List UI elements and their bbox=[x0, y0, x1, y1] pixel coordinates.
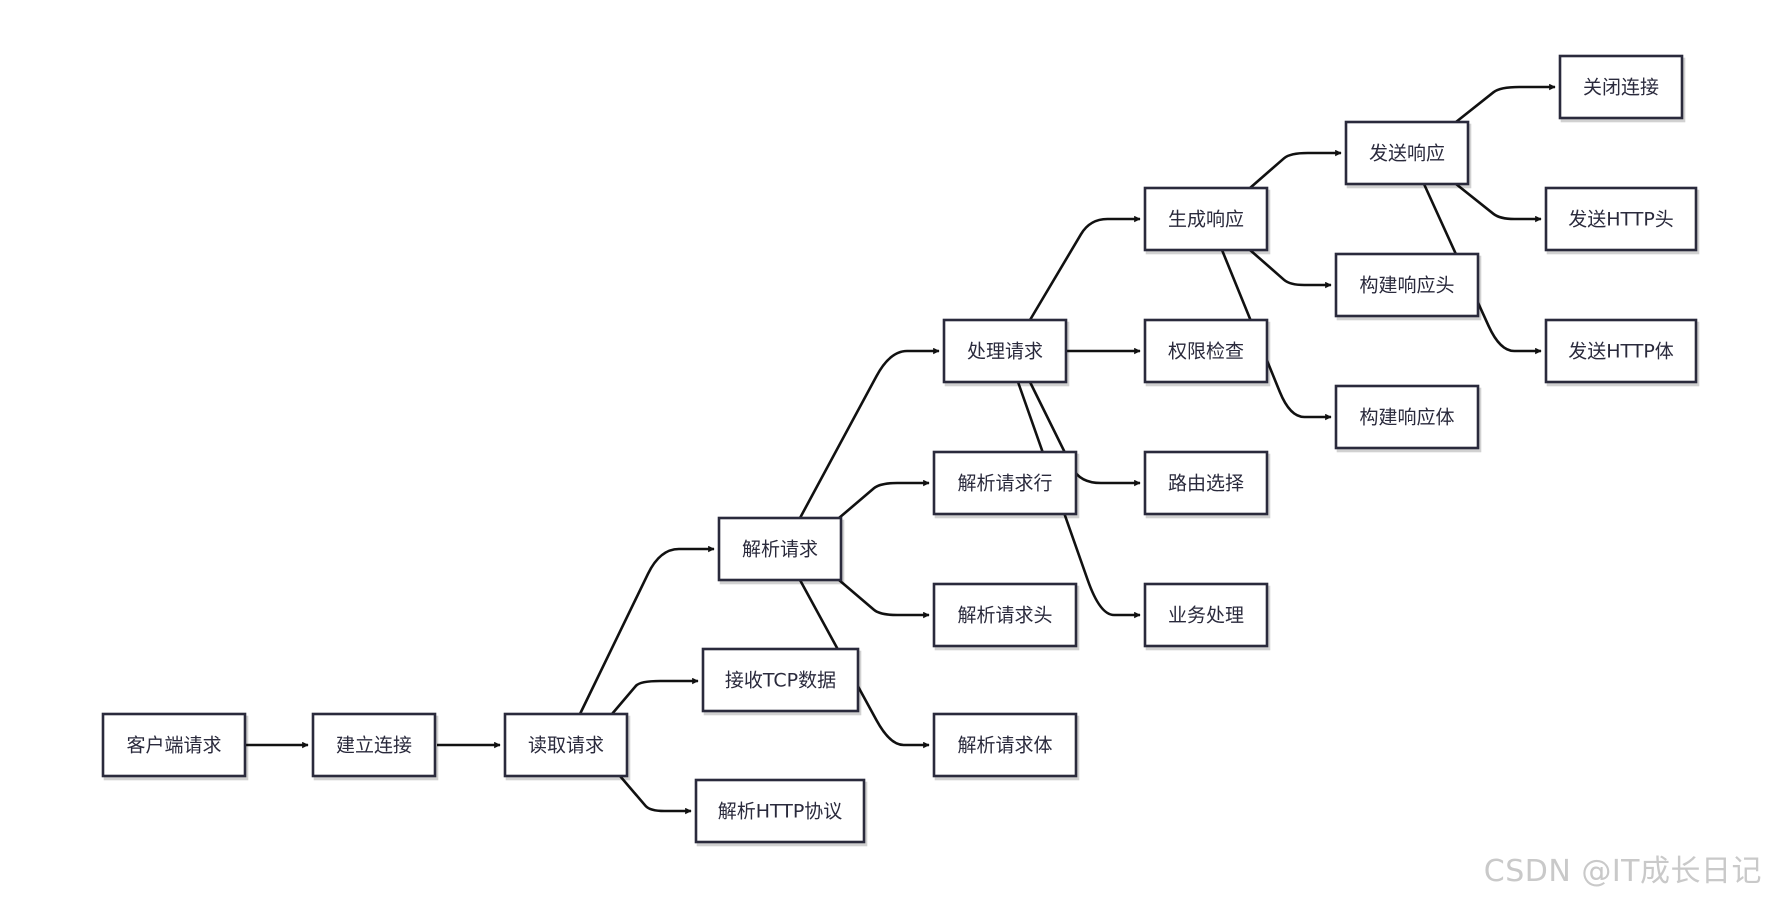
node-label: 生成响应 bbox=[1168, 209, 1244, 231]
edge-generate-response-to-send-response bbox=[1249, 149, 1342, 189]
node-parse-request: 解析请求 bbox=[717, 516, 843, 582]
node-label: 解析请求 bbox=[742, 539, 818, 561]
node-box bbox=[694, 778, 866, 844]
node-permission-check: 权限检查 bbox=[1143, 318, 1269, 384]
node-label: 发送响应 bbox=[1369, 143, 1445, 165]
node-label: 读取请求 bbox=[528, 735, 604, 757]
node-box bbox=[932, 582, 1078, 648]
node-box bbox=[1544, 186, 1698, 252]
edge-parse-request-to-parse-request-header bbox=[838, 579, 930, 619]
node-send-response: 发送响应 bbox=[1344, 120, 1470, 186]
node-box bbox=[942, 318, 1068, 384]
edge-parse-request-to-parse-request-line bbox=[838, 479, 930, 519]
node-box bbox=[717, 516, 843, 582]
node-box bbox=[101, 712, 247, 778]
edge-send-response-to-send-http-header bbox=[1455, 182, 1542, 223]
node-parse-request-line: 解析请求行 bbox=[932, 450, 1078, 516]
node-parse-request-body: 解析请求体 bbox=[932, 712, 1078, 778]
edge-read-request-to-parse-http-protocol bbox=[619, 775, 692, 815]
node-label: 解析请求行 bbox=[957, 473, 1052, 495]
node-label: 解析HTTP协议 bbox=[718, 801, 843, 823]
node-label: 构建响应头 bbox=[1359, 275, 1454, 297]
node-read-request: 读取请求 bbox=[503, 712, 629, 778]
node-box bbox=[932, 712, 1078, 778]
edge-read-request-to-receive-tcp-data bbox=[611, 677, 699, 715]
node-box bbox=[932, 450, 1078, 516]
node-box bbox=[503, 712, 629, 778]
edge-generate-response-to-build-response-header bbox=[1249, 249, 1332, 289]
node-label: 解析请求体 bbox=[957, 735, 1052, 757]
node-build-response-body: 构建响应体 bbox=[1334, 384, 1480, 450]
edge-read-request-to-parse-request bbox=[578, 545, 715, 715]
node-label: 处理请求 bbox=[967, 341, 1043, 363]
edge-parse-request-to-process-request bbox=[798, 347, 940, 519]
node-send-http-header: 发送HTTP头 bbox=[1544, 186, 1698, 252]
watermark-text: CSDN @IT成长日记 bbox=[1483, 854, 1762, 889]
node-label: 发送HTTP头 bbox=[1568, 209, 1674, 231]
node-parse-request-header: 解析请求头 bbox=[932, 582, 1078, 648]
node-receive-tcp-data: 接收TCP数据 bbox=[701, 647, 860, 713]
node-generate-response: 生成响应 bbox=[1143, 186, 1269, 252]
node-box bbox=[1143, 318, 1269, 384]
node-process-request: 处理请求 bbox=[942, 318, 1068, 384]
node-box bbox=[1143, 450, 1269, 516]
edge-process-request-to-business-processing bbox=[1016, 381, 1141, 619]
node-box bbox=[1558, 54, 1684, 120]
node-box bbox=[701, 647, 860, 713]
node-send-http-body: 发送HTTP体 bbox=[1544, 318, 1698, 384]
node-label: 关闭连接 bbox=[1583, 77, 1659, 99]
edge-generate-response-to-build-response-body bbox=[1220, 249, 1332, 421]
edge-send-response-to-close-connection bbox=[1455, 83, 1556, 124]
node-label: 路由选择 bbox=[1168, 473, 1244, 495]
node-label: 客户端请求 bbox=[126, 735, 221, 757]
node-close-connection: 关闭连接 bbox=[1558, 54, 1684, 120]
node-label: 接收TCP数据 bbox=[725, 670, 836, 692]
node-label: 建立连接 bbox=[336, 735, 412, 757]
node-label: 解析请求头 bbox=[957, 605, 1052, 627]
node-client-request: 客户端请求 bbox=[101, 712, 247, 778]
node-box bbox=[1334, 252, 1480, 318]
node-label: 构建响应体 bbox=[1359, 407, 1454, 429]
edge-send-response-to-send-http-body bbox=[1422, 183, 1542, 355]
node-business-processing: 业务处理 bbox=[1143, 582, 1269, 648]
edge-process-request-to-generate-response bbox=[1028, 215, 1141, 321]
node-box bbox=[1344, 120, 1470, 186]
node-box bbox=[311, 712, 437, 778]
node-box bbox=[1544, 318, 1698, 384]
node-box bbox=[1143, 582, 1269, 648]
node-label: 发送HTTP体 bbox=[1568, 341, 1674, 363]
node-build-response-header: 构建响应头 bbox=[1334, 252, 1480, 318]
node-label: 业务处理 bbox=[1168, 605, 1244, 627]
node-parse-http-protocol: 解析HTTP协议 bbox=[694, 778, 866, 844]
node-establish-connection: 建立连接 bbox=[311, 712, 437, 778]
node-box bbox=[1334, 384, 1480, 450]
node-label: 权限检查 bbox=[1168, 341, 1244, 363]
node-box bbox=[1143, 186, 1269, 252]
node-route-selection: 路由选择 bbox=[1143, 450, 1269, 516]
edge-parse-request-to-parse-request-body bbox=[798, 579, 930, 749]
